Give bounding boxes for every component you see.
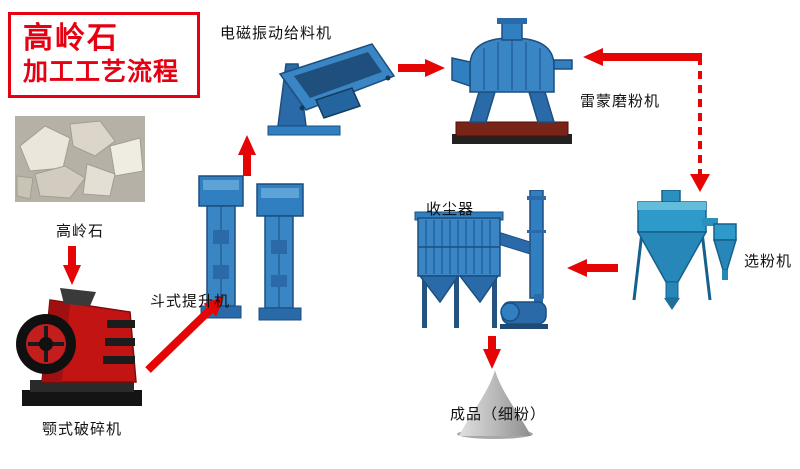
bucket-elevator-illustration	[193, 170, 311, 343]
raymond-mill-illustration	[446, 16, 578, 155]
diagram-title: 高岭石 加工工艺流程	[8, 12, 200, 98]
label-raymond-mill: 雷蒙磨粉机	[580, 93, 661, 110]
jaw-crusher-illustration	[12, 282, 150, 417]
label-kaolin: 高岭石	[56, 223, 105, 240]
product-pile-image	[455, 368, 535, 445]
label-classifier: 选粉机	[744, 253, 793, 270]
classifier-illustration	[610, 189, 750, 317]
kaolin-rock-image	[15, 116, 145, 207]
label-vibrating-feeder: 电磁振动给料机	[220, 25, 333, 42]
label-bucket-elevator: 斗式提升机	[150, 293, 231, 310]
title-line1: 高岭石	[23, 22, 119, 55]
label-dust-collector: 收尘器	[426, 201, 475, 218]
label-jaw-crusher: 颚式破碎机	[42, 421, 123, 438]
label-product: 成品（细粉）	[450, 406, 547, 423]
dust-collector-illustration	[410, 189, 565, 347]
title-line2: 加工工艺流程	[23, 57, 180, 86]
vibrating-feeder-illustration	[252, 30, 400, 143]
